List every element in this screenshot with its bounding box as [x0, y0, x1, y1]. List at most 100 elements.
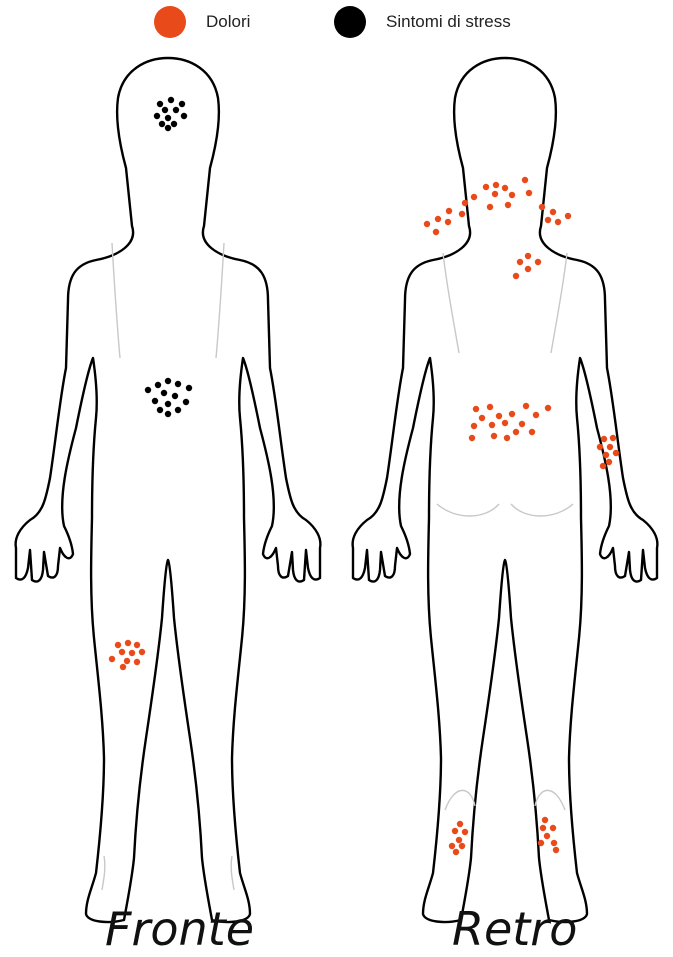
pain-dot — [545, 405, 551, 411]
pain-dot — [505, 202, 511, 208]
pain-dot — [462, 829, 468, 835]
stress-dot — [161, 390, 167, 396]
pain-dot — [469, 435, 475, 441]
pain-dot — [473, 406, 479, 412]
stress-dot — [152, 398, 158, 404]
stress-dot — [165, 411, 171, 417]
stress-dot — [175, 407, 181, 413]
stress-dot — [165, 378, 171, 384]
pain-dot — [487, 204, 493, 210]
stress-dot — [186, 385, 192, 391]
pain-dot — [613, 450, 619, 456]
stress-dot — [165, 125, 171, 131]
pain-dot — [597, 444, 603, 450]
pain-dot — [119, 649, 125, 655]
pain-dot — [502, 185, 508, 191]
pain-dot — [529, 429, 535, 435]
pain-dot — [523, 403, 529, 409]
pain-dot — [125, 640, 131, 646]
pain-dot — [533, 412, 539, 418]
pain-dot — [603, 452, 609, 458]
stress-dot — [165, 401, 171, 407]
pain-dot — [522, 177, 528, 183]
stress-dot — [165, 115, 171, 121]
pain-dot — [550, 825, 556, 831]
stress-dot — [162, 107, 168, 113]
pain-dot — [471, 423, 477, 429]
stress-dot — [155, 382, 161, 388]
pain-dot — [542, 817, 548, 823]
pain-dot — [525, 253, 531, 259]
pain-dot — [489, 422, 495, 428]
pain-dot — [134, 659, 140, 665]
pain-dot — [540, 825, 546, 831]
pain-dot — [544, 833, 550, 839]
pain-dot — [538, 840, 544, 846]
pain-dot — [607, 444, 613, 450]
pain-dot — [449, 843, 455, 849]
pain-dot — [134, 642, 140, 648]
stress-dot — [183, 399, 189, 405]
pain-dot — [129, 650, 135, 656]
front-view-label: Fronte — [105, 902, 254, 956]
stress-dot — [173, 107, 179, 113]
pain-dot — [519, 421, 525, 427]
pain-dot — [504, 435, 510, 441]
pain-dot — [491, 433, 497, 439]
pain-dot — [446, 208, 452, 214]
pain-dot — [535, 259, 541, 265]
stress-dot — [157, 101, 163, 107]
pain-dot — [433, 229, 439, 235]
pain-dot — [555, 219, 561, 225]
stress-dot — [157, 407, 163, 413]
front-body-figure — [16, 58, 321, 922]
pain-dot — [109, 656, 115, 662]
back-view-label: Retro — [452, 902, 577, 956]
stress-dot — [172, 393, 178, 399]
stress-dot — [181, 113, 187, 119]
pain-dot — [525, 266, 531, 272]
pain-dot — [553, 847, 559, 853]
pain-dot — [539, 204, 545, 210]
stress-dot — [168, 97, 174, 103]
stress-dot — [175, 381, 181, 387]
pain-dot — [139, 649, 145, 655]
pain-dot — [124, 658, 130, 664]
pain-dot — [456, 837, 462, 843]
pain-dot — [459, 843, 465, 849]
stress-dot — [179, 101, 185, 107]
pain-dot — [115, 642, 121, 648]
stress-dot — [159, 121, 165, 127]
pain-dot — [120, 664, 126, 670]
pain-dot — [606, 459, 612, 465]
pain-dot — [517, 259, 523, 265]
pain-dot — [600, 463, 606, 469]
pain-dot — [550, 209, 556, 215]
pain-dot — [459, 211, 465, 217]
pain-dot — [471, 194, 477, 200]
pain-dot — [462, 200, 468, 206]
pain-dot — [452, 828, 458, 834]
pain-dot — [610, 435, 616, 441]
pain-dot — [493, 182, 499, 188]
pain-dot — [551, 840, 557, 846]
pain-dot — [509, 411, 515, 417]
stress-dot — [154, 113, 160, 119]
pain-dot — [445, 219, 451, 225]
stress-dot — [171, 121, 177, 127]
stress-dot — [145, 387, 151, 393]
pain-dot — [479, 415, 485, 421]
front-body-outline — [16, 58, 321, 922]
pain-dot — [492, 191, 498, 197]
pain-dot — [502, 420, 508, 426]
pain-dot — [601, 436, 607, 442]
pain-dot — [513, 273, 519, 279]
pain-dot — [483, 184, 489, 190]
pain-dot — [513, 429, 519, 435]
pain-dot — [496, 413, 502, 419]
pain-dot — [509, 192, 515, 198]
pain-dot — [435, 216, 441, 222]
pain-dot — [457, 821, 463, 827]
pain-dot — [453, 849, 459, 855]
